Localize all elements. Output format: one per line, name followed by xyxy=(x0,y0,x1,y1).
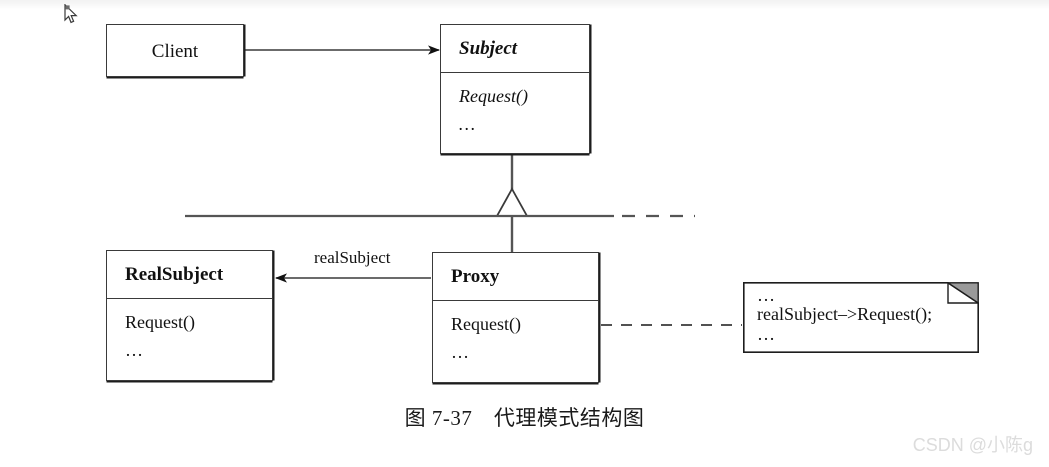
note-line-2: realSubject–>Request(); xyxy=(757,304,933,325)
class-box-subject[interactable]: Subject Request() … xyxy=(440,24,590,154)
class-members-realsubject: Request() … xyxy=(107,298,272,380)
class-name-proxy: Proxy xyxy=(451,265,500,287)
edge-label-realsubject: realSubject xyxy=(314,248,391,267)
note-text: … realSubject–>Request(); … xyxy=(757,285,933,344)
class-box-client[interactable]: Client xyxy=(106,24,244,77)
member-ellipsis: … xyxy=(125,339,143,360)
top-edge-band xyxy=(0,0,1049,9)
watermark: CSDN @小陈g xyxy=(912,435,1033,455)
note-line-1: … xyxy=(757,285,775,305)
note-box-proxy-request[interactable]: … realSubject–>Request(); … xyxy=(743,282,979,353)
class-box-realsubject[interactable]: RealSubject Request() … xyxy=(106,250,273,381)
class-name-realsubject: RealSubject xyxy=(125,263,224,285)
class-members-proxy: Request() … xyxy=(433,300,598,382)
note-line-3: … xyxy=(757,323,775,344)
class-members-subject: Request() … xyxy=(441,72,589,153)
mouse-pointer-icon xyxy=(64,4,78,24)
edge-generalization-subject-proxy xyxy=(185,154,695,253)
class-box-proxy[interactable]: Proxy Request() … xyxy=(432,252,599,383)
member-ellipsis: … xyxy=(459,113,476,134)
generalization-triangle xyxy=(495,187,529,217)
note-folded-corner xyxy=(945,282,979,305)
figure-caption: 图 7-37 代理模式结构图 xyxy=(404,406,645,430)
member-request: Request() xyxy=(459,86,528,106)
member-request: Request() xyxy=(451,314,521,334)
class-name-client: Client xyxy=(151,40,199,62)
note-outline xyxy=(743,282,979,353)
class-name-subject: Subject xyxy=(459,37,518,59)
member-request: Request() xyxy=(125,312,195,332)
member-ellipsis: … xyxy=(451,341,469,362)
